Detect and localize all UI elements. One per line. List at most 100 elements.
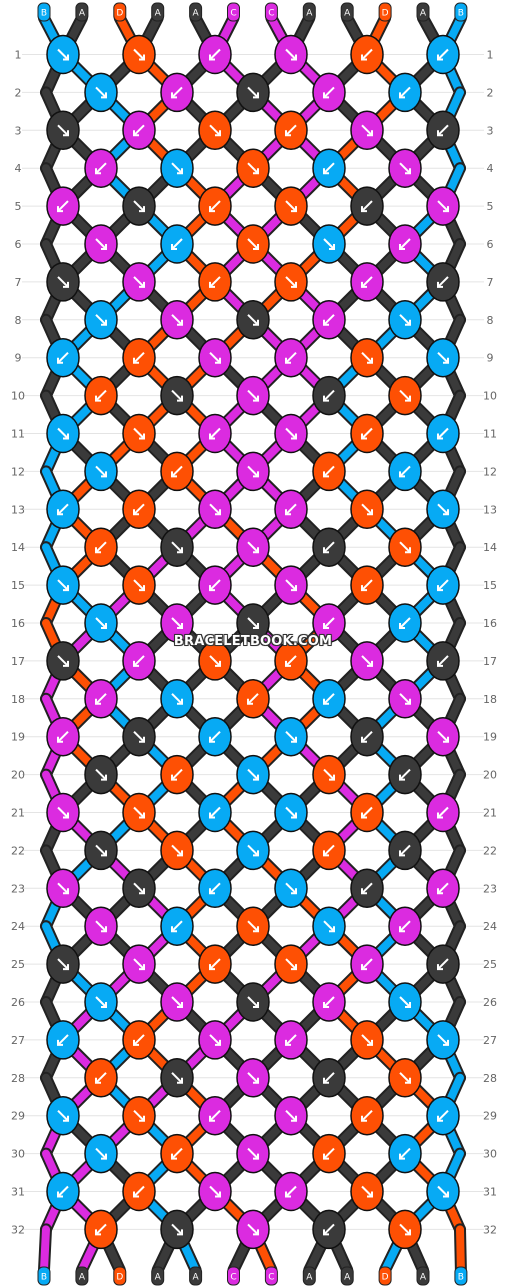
knot[interactable] — [122, 262, 156, 302]
knot[interactable] — [198, 944, 232, 984]
knot[interactable] — [46, 337, 80, 378]
knot[interactable] — [46, 110, 80, 151]
knot[interactable] — [84, 1209, 118, 1250]
knot[interactable] — [198, 792, 232, 833]
knot[interactable] — [236, 451, 270, 492]
knot[interactable] — [84, 830, 118, 871]
knot[interactable] — [46, 34, 80, 75]
knot[interactable] — [160, 1209, 194, 1250]
knot[interactable] — [274, 1171, 308, 1212]
knot[interactable] — [350, 1020, 384, 1060]
knot[interactable] — [426, 413, 460, 454]
knot[interactable] — [160, 300, 194, 340]
knot[interactable] — [426, 110, 460, 151]
knot[interactable] — [160, 224, 194, 264]
knot[interactable] — [350, 641, 384, 681]
knot[interactable] — [312, 906, 346, 946]
knot[interactable] — [388, 1209, 422, 1250]
knot[interactable] — [350, 34, 384, 75]
knot[interactable] — [198, 186, 232, 226]
knot[interactable] — [426, 1171, 460, 1212]
knot[interactable] — [122, 792, 156, 833]
knot[interactable] — [236, 754, 270, 795]
knot[interactable] — [312, 603, 346, 643]
knot[interactable] — [236, 72, 270, 113]
knot[interactable] — [160, 375, 194, 416]
knot[interactable] — [84, 982, 118, 1022]
knot[interactable] — [236, 375, 270, 416]
knot[interactable] — [46, 792, 80, 833]
knot[interactable] — [426, 489, 460, 530]
knot[interactable] — [426, 944, 460, 984]
knot[interactable] — [46, 944, 80, 984]
knot[interactable] — [426, 716, 460, 757]
knot[interactable] — [46, 716, 80, 757]
knot[interactable] — [350, 110, 384, 151]
knot[interactable] — [388, 754, 422, 795]
knot[interactable] — [388, 224, 422, 264]
knot[interactable] — [198, 868, 232, 909]
knot[interactable] — [312, 679, 346, 719]
knot[interactable] — [388, 72, 422, 113]
knot[interactable] — [274, 262, 308, 302]
knot[interactable] — [426, 337, 460, 378]
knot[interactable] — [122, 1095, 156, 1136]
knot[interactable] — [160, 679, 194, 719]
knot[interactable] — [198, 1020, 232, 1060]
knot[interactable] — [350, 565, 384, 605]
knot[interactable] — [426, 262, 460, 302]
knot[interactable] — [122, 641, 156, 681]
knot[interactable] — [350, 413, 384, 454]
knot[interactable] — [84, 224, 118, 264]
knot[interactable] — [388, 148, 422, 188]
knot[interactable] — [426, 792, 460, 833]
knot[interactable] — [388, 451, 422, 492]
knot[interactable] — [84, 451, 118, 492]
knot[interactable] — [274, 944, 308, 984]
knot[interactable] — [388, 1058, 422, 1098]
knot[interactable] — [84, 375, 118, 416]
knot[interactable] — [236, 830, 270, 871]
knot[interactable] — [312, 527, 346, 567]
knot[interactable] — [426, 641, 460, 681]
knot[interactable] — [312, 148, 346, 188]
knot[interactable] — [274, 565, 308, 605]
knot[interactable] — [350, 716, 384, 757]
knot[interactable] — [84, 300, 118, 340]
knot[interactable] — [46, 413, 80, 454]
knot[interactable] — [274, 641, 308, 681]
knot[interactable] — [388, 830, 422, 871]
knot[interactable] — [312, 1133, 346, 1174]
knot[interactable] — [160, 72, 194, 113]
knot[interactable] — [350, 868, 384, 909]
knot[interactable] — [312, 754, 346, 795]
knot[interactable] — [84, 679, 118, 719]
knot[interactable] — [426, 1095, 460, 1136]
knot[interactable] — [122, 413, 156, 454]
knot[interactable] — [350, 1095, 384, 1136]
knot[interactable] — [160, 754, 194, 795]
knot[interactable] — [388, 375, 422, 416]
knot[interactable] — [388, 527, 422, 567]
knot[interactable] — [312, 982, 346, 1022]
knot[interactable] — [426, 186, 460, 226]
knot[interactable] — [274, 489, 308, 530]
knot[interactable] — [236, 1058, 270, 1098]
knot[interactable] — [160, 603, 194, 643]
knot[interactable] — [350, 944, 384, 984]
knot[interactable] — [350, 1171, 384, 1212]
knot[interactable] — [274, 413, 308, 454]
knot[interactable] — [198, 34, 232, 75]
knot[interactable] — [160, 451, 194, 492]
knot[interactable] — [236, 527, 270, 567]
knot[interactable] — [198, 1095, 232, 1136]
knot[interactable] — [122, 716, 156, 757]
knot[interactable] — [312, 72, 346, 113]
knot[interactable] — [350, 262, 384, 302]
knot[interactable] — [84, 1133, 118, 1174]
knot[interactable] — [198, 641, 232, 681]
knot[interactable] — [160, 830, 194, 871]
knot[interactable] — [426, 565, 460, 605]
knot[interactable] — [236, 1209, 270, 1250]
knot[interactable] — [274, 1095, 308, 1136]
